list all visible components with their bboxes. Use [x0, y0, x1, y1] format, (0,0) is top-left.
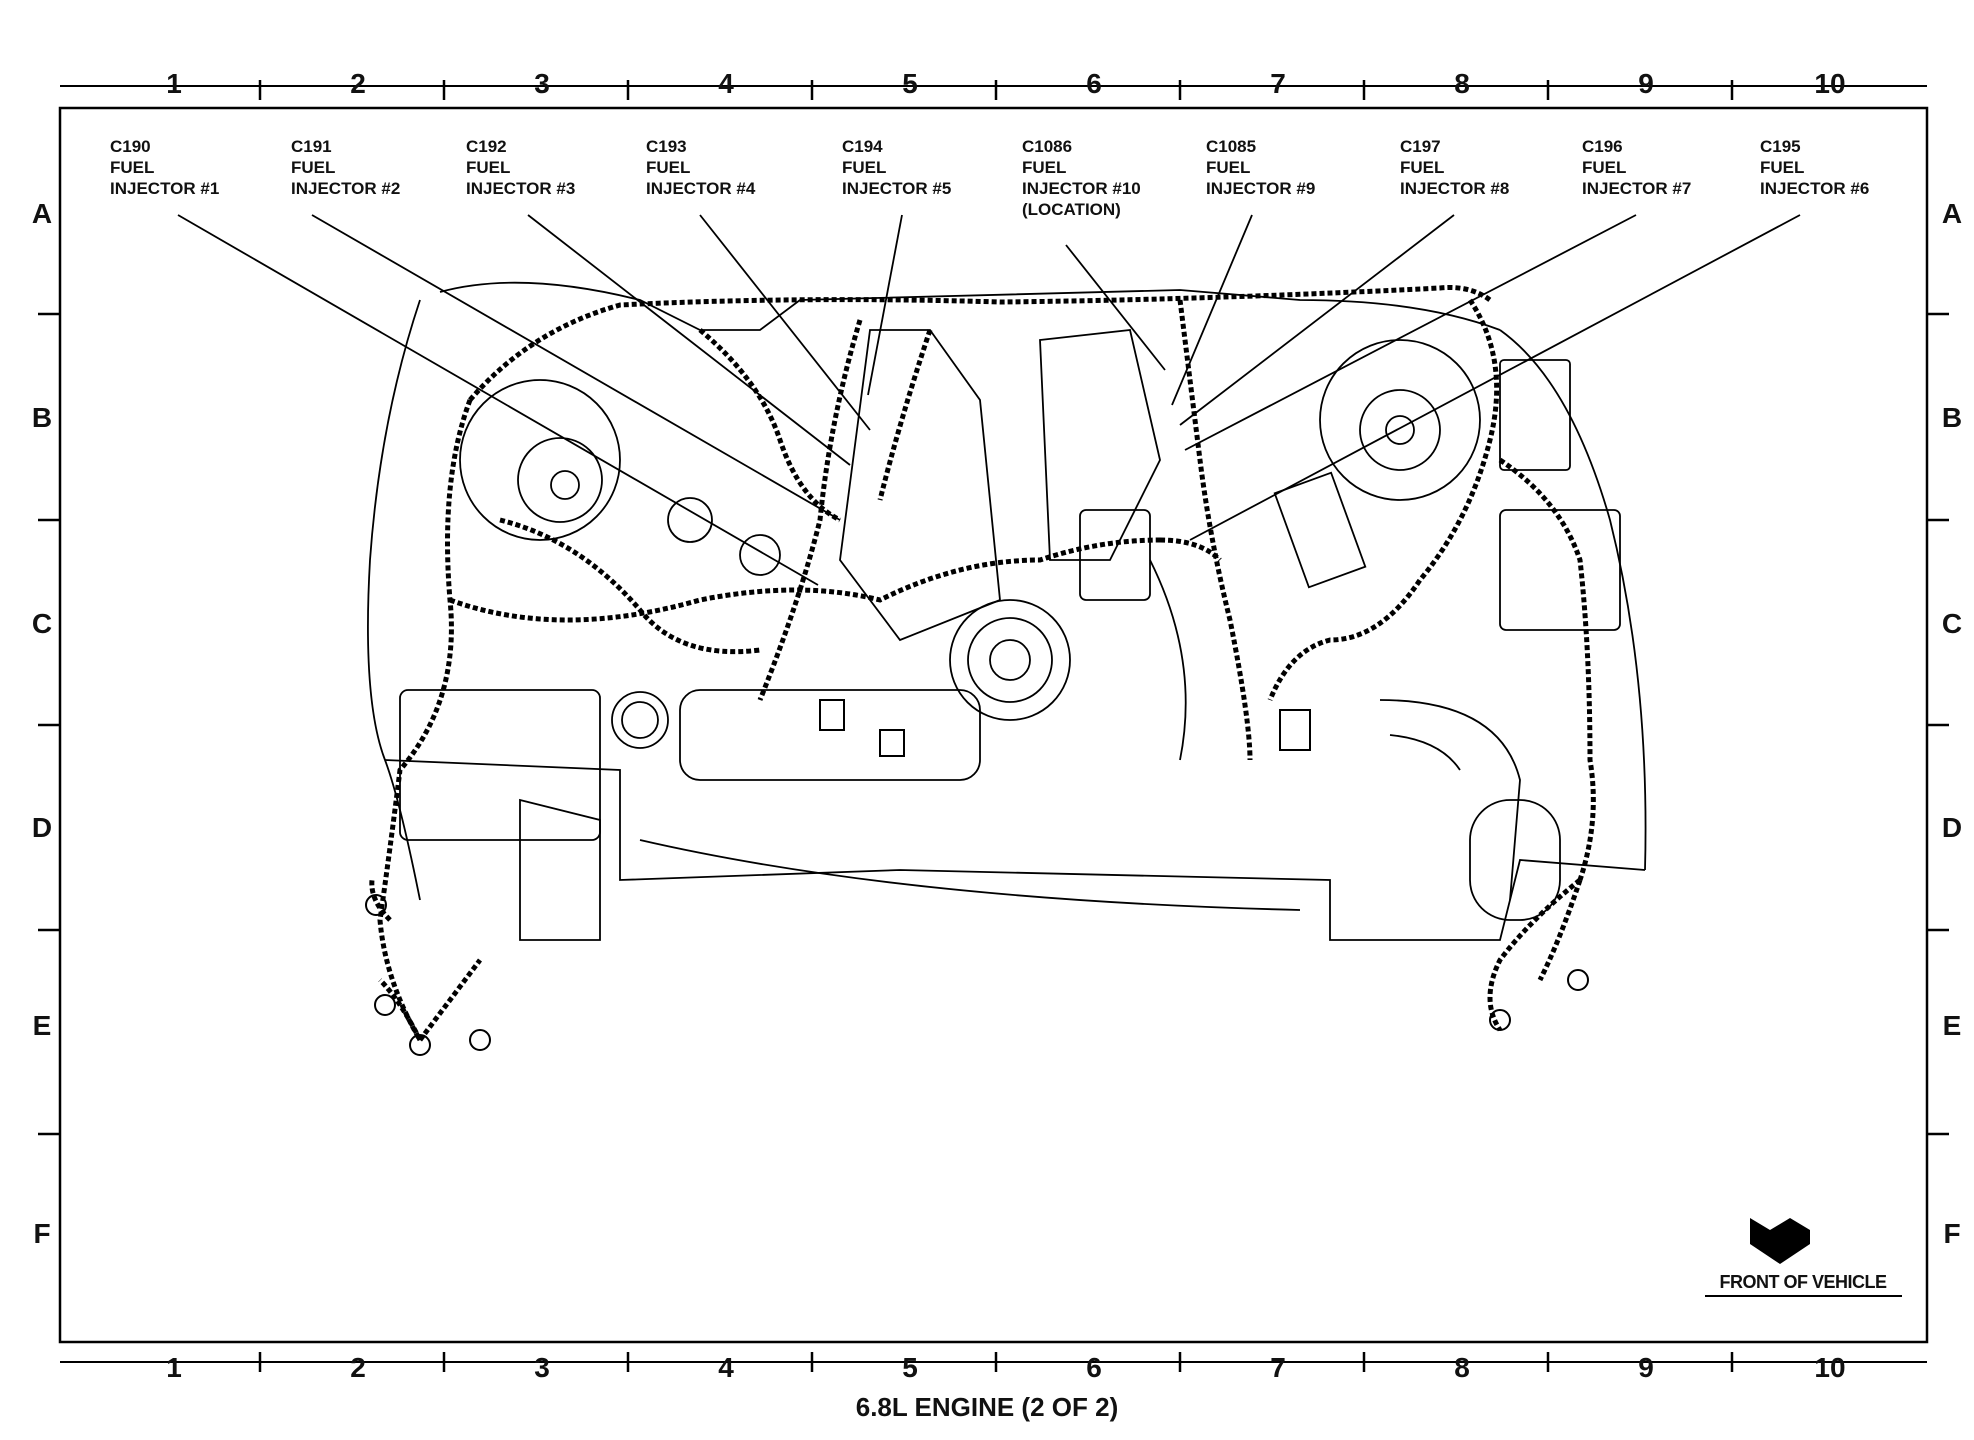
connector-type: FUEL — [842, 158, 887, 177]
column-label-top: 6 — [1086, 68, 1102, 99]
connector-desc: INJECTOR #9 — [1206, 179, 1316, 198]
row-label-left: C — [31, 608, 53, 639]
leader-lines — [177, 214, 1801, 586]
connector-id: C1086 — [1022, 137, 1073, 156]
column-label-top: 8 — [1454, 68, 1470, 99]
column-label-bottom: 5 — [902, 1352, 918, 1383]
connector-id: C196 — [1582, 137, 1623, 156]
connector-type: FUEL — [1582, 158, 1627, 177]
front-arrow-icon — [1750, 1218, 1810, 1264]
connector-label-c195: C195 FUEL INJECTOR #6 — [1760, 136, 1869, 199]
row-label-left: A — [31, 198, 53, 229]
column-label-bottom: 1 — [166, 1352, 182, 1383]
column-label-bottom: 6 — [1086, 1352, 1102, 1383]
connector-desc: INJECTOR #5 — [842, 179, 952, 198]
bottom-column-ticks — [258, 1352, 1734, 1372]
right-components — [1273, 339, 1621, 921]
connector-type: FUEL — [1022, 158, 1067, 177]
row-ticks — [38, 312, 1949, 1136]
connector-desc: INJECTOR #6 — [1760, 179, 1870, 198]
connector-label-c193: C193 FUEL INJECTOR #4 — [646, 136, 755, 199]
row-label-left: B — [31, 402, 53, 433]
connector-type: FUEL — [1400, 158, 1445, 177]
front-of-vehicle-label: FRONT OF VEHICLE — [1719, 1272, 1888, 1292]
connector-type: FUEL — [291, 158, 336, 177]
column-label-top: 3 — [534, 68, 550, 99]
connector-id: C192 — [466, 137, 507, 156]
row-label-left: D — [31, 812, 53, 843]
column-label-bottom: 7 — [1270, 1352, 1286, 1383]
column-label-top: 5 — [902, 68, 918, 99]
row-label-right: F — [1943, 1218, 1961, 1249]
connector-label-c1086: C1086 FUEL INJECTOR #10 (LOCATION) — [1022, 136, 1141, 220]
center-components — [839, 329, 1187, 761]
connector-desc: INJECTOR #1 — [110, 179, 220, 198]
column-label-top: 10 — [1814, 68, 1846, 99]
column-label-top: 9 — [1638, 68, 1654, 99]
column-label-top: 4 — [718, 68, 734, 99]
connector-id: C1085 — [1206, 137, 1257, 156]
connector-note: (LOCATION) — [1022, 200, 1121, 219]
connector-label-c191: C191 FUEL INJECTOR #2 — [291, 136, 400, 199]
connector-label-c192: C192 FUEL INJECTOR #3 — [466, 136, 575, 199]
row-label-right: B — [1941, 402, 1963, 433]
row-label-left: E — [32, 1010, 52, 1041]
connector-desc: INJECTOR #10 — [1022, 179, 1141, 198]
row-label-right: E — [1942, 1010, 1962, 1041]
connector-desc: INJECTOR #3 — [466, 179, 576, 198]
harness-connectors — [365, 699, 1589, 1056]
connector-label-c1085: C1085 FUEL INJECTOR #9 — [1206, 136, 1315, 199]
diagram-title: 6.8L ENGINE (2 OF 2) — [855, 1392, 1119, 1422]
connector-id: C197 — [1400, 137, 1441, 156]
connector-id: C193 — [646, 137, 687, 156]
row-label-left: F — [33, 1218, 51, 1249]
connector-type: FUEL — [110, 158, 155, 177]
column-label-bottom: 8 — [1454, 1352, 1470, 1383]
connector-type: FUEL — [1760, 158, 1805, 177]
connector-type: FUEL — [646, 158, 691, 177]
column-label-bottom: 4 — [718, 1352, 734, 1383]
connector-type: FUEL — [1206, 158, 1251, 177]
column-label-top: 7 — [1270, 68, 1286, 99]
wiring-harness — [369, 285, 1596, 1042]
row-label-right: A — [1941, 198, 1963, 229]
engine-bay-outline — [367, 281, 1647, 941]
connector-label-c194: C194 FUEL INJECTOR #5 — [842, 136, 951, 199]
connector-desc: INJECTOR #2 — [291, 179, 401, 198]
column-label-bottom: 10 — [1814, 1352, 1846, 1383]
left-components — [399, 379, 981, 841]
row-label-right: C — [1941, 608, 1963, 639]
connector-desc: INJECTOR #4 — [646, 179, 756, 198]
diagram-frame — [58, 106, 1929, 1344]
connector-id: C194 — [842, 137, 883, 156]
connector-id: C195 — [1760, 137, 1801, 156]
connector-label-c196: C196 FUEL INJECTOR #7 — [1582, 136, 1691, 199]
connector-label-c190: C190 FUEL INJECTOR #1 — [110, 136, 219, 199]
connector-id: C191 — [291, 137, 332, 156]
column-label-top: 1 — [166, 68, 182, 99]
column-label-bottom: 3 — [534, 1352, 550, 1383]
row-label-right: D — [1941, 812, 1963, 843]
connector-label-c197: C197 FUEL INJECTOR #8 — [1400, 136, 1509, 199]
column-label-top: 2 — [350, 68, 366, 99]
column-label-bottom: 9 — [1638, 1352, 1654, 1383]
connector-desc: INJECTOR #8 — [1400, 179, 1510, 198]
column-label-bottom: 2 — [350, 1352, 366, 1383]
connector-type: FUEL — [466, 158, 511, 177]
top-column-ticks — [258, 80, 1734, 100]
connector-id: C190 — [110, 137, 151, 156]
connector-desc: INJECTOR #7 — [1582, 179, 1692, 198]
